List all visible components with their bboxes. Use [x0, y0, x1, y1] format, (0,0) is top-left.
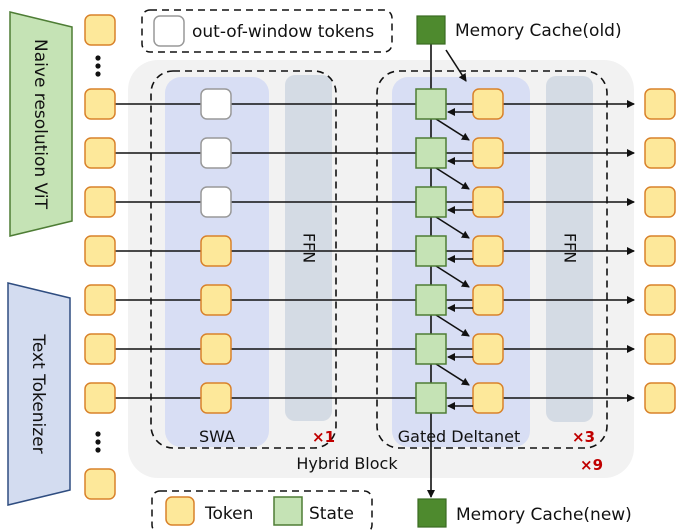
output-token: [644, 137, 676, 169]
legend-out-of-window-label: out-of-window tokens: [192, 22, 374, 42]
state-box: [415, 137, 447, 169]
memory-cache-old-label: Memory Cache(old): [455, 21, 622, 41]
state-to-token-arrow: [435, 265, 470, 288]
swa-group-outline: [150, 70, 337, 449]
state-to-token-arrow: [435, 363, 470, 386]
swa-token: [200, 333, 232, 365]
state-box: [415, 186, 447, 218]
memory-cache-new-icon: [417, 498, 447, 528]
state-box: [415, 333, 447, 365]
output-token: [644, 88, 676, 120]
legend-top-box: [141, 9, 393, 53]
ellipsis-icon: [95, 55, 101, 77]
memory-cache-new-label: Memory Cache(new): [456, 505, 632, 525]
vit-encoder-label: Naive resolution ViT: [30, 39, 50, 210]
output-token: [644, 284, 676, 316]
text-tokenizer-shape: [7, 282, 71, 506]
output-token: [644, 235, 676, 267]
state-box: [415, 235, 447, 267]
swa-repeat-count: ×1: [312, 428, 335, 446]
out-of-window-token-swatch: [153, 15, 185, 47]
swa-token: [200, 284, 232, 316]
out-of-window-token: [200, 137, 232, 169]
text-tokenizer-label: Text Tokenizer: [28, 333, 48, 453]
input-token: [84, 137, 116, 169]
gdn-group-outline: [376, 70, 608, 449]
hybrid-block-label: Hybrid Block: [296, 454, 398, 473]
output-token: [644, 186, 676, 218]
input-token: [84, 14, 116, 46]
vit-encoder-shape: [9, 11, 73, 237]
memory-read-arrow: [445, 49, 467, 82]
state-to-token-arrow: [435, 118, 470, 141]
input-token: [84, 284, 116, 316]
token-swatch: [165, 496, 195, 526]
memory-cache-old-icon: [416, 15, 446, 45]
input-token: [84, 235, 116, 267]
gdn-token: [472, 186, 504, 218]
gdn-token: [472, 284, 504, 316]
input-token: [84, 88, 116, 120]
swa-ffn-label: FFN: [300, 233, 319, 263]
gdn-token: [472, 137, 504, 169]
input-token: [84, 186, 116, 218]
swa-ffn-bar: [285, 75, 332, 421]
state-to-token-arrow: [435, 167, 470, 190]
state-box: [415, 284, 447, 316]
swa-token: [200, 382, 232, 414]
gdn-token: [472, 382, 504, 414]
gdn-token: [472, 235, 504, 267]
token-rows: [84, 88, 676, 414]
gdn-repeat-count: ×3: [572, 428, 595, 446]
state-to-token-arrow: [435, 216, 470, 239]
input-token: [84, 333, 116, 365]
legend-state-label: State: [309, 504, 354, 524]
state-swatch: [273, 496, 303, 526]
out-of-window-token: [200, 186, 232, 218]
swa-label: SWA: [199, 427, 235, 446]
state-chain: [415, 44, 467, 498]
out-of-window-token: [200, 88, 232, 120]
gdn-token: [472, 88, 504, 120]
input-token: [84, 468, 116, 500]
swa-token: [200, 235, 232, 267]
hybrid-repeat-count: ×9: [580, 456, 603, 474]
ellipsis-icon: [95, 431, 101, 453]
gdn-token: [472, 333, 504, 365]
gdn-ffn-label: FFN: [561, 233, 580, 263]
output-token: [644, 333, 676, 365]
gdn-ffn-bar: [546, 76, 593, 422]
state-box: [415, 382, 447, 414]
state-box: [415, 88, 447, 120]
legend-bottom-box: [151, 490, 373, 531]
state-to-token-arrow: [435, 314, 470, 337]
output-token: [644, 382, 676, 414]
input-token: [84, 382, 116, 414]
gdn-label: Gated Deltanet: [398, 427, 521, 446]
legend-token-label: Token: [204, 504, 253, 524]
gdn-panel: [392, 77, 530, 447]
